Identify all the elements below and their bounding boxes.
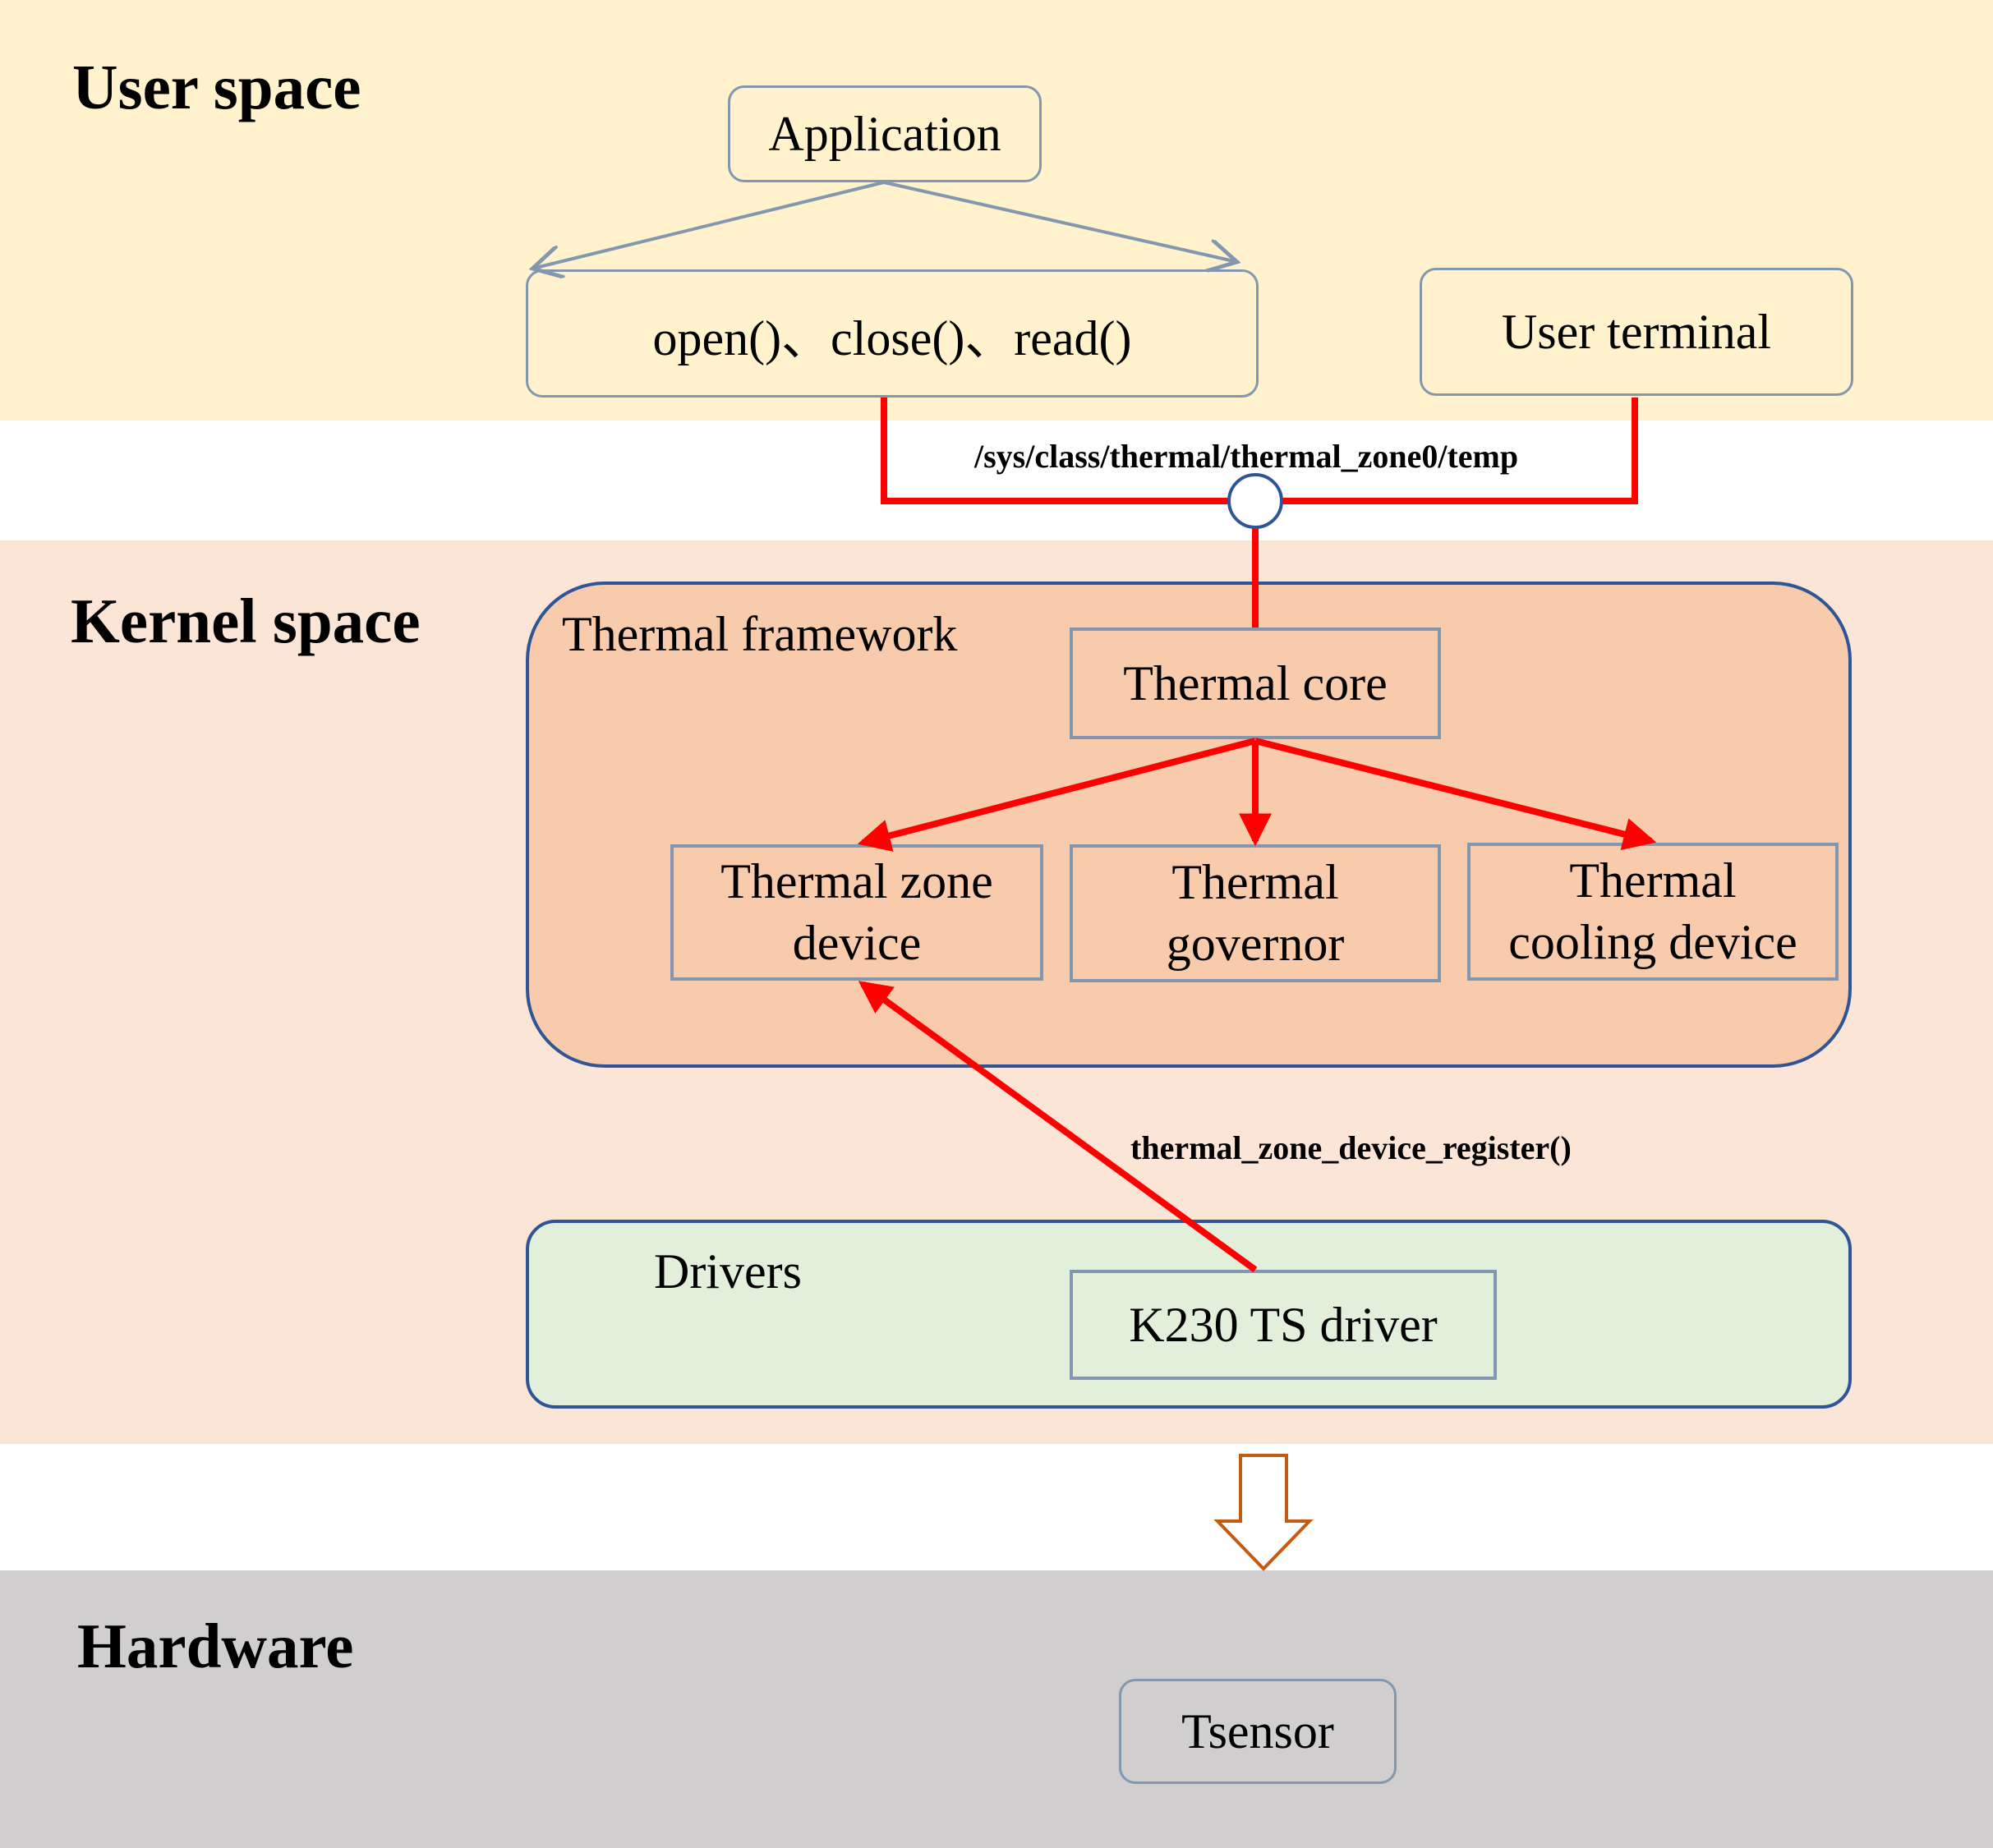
thermal-governor-line2: governor [1166,917,1345,971]
thermal-cooling-device-line2: cooling device [1508,915,1797,969]
application-label: Application [768,106,1001,161]
thermal-governor-line1: Thermal [1171,855,1339,909]
thermal-core-label: Thermal core [1123,655,1388,710]
register-call-label: thermal_zone_device_register() [1130,1129,1572,1166]
k230-ts-driver-box: K230 TS driver [1070,1270,1497,1380]
thermal-cooling-device-line1: Thermal [1569,853,1737,908]
hardware-title: Hardware [77,1611,354,1681]
sysfs-path-label: /sys/class/thermal/thermal_zone0/temp [974,438,1519,475]
app-to-syscalls-left-arrow [536,181,885,268]
user-terminal-box: User terminal [1420,268,1853,396]
thermal-zone-device-line2: device [792,916,922,970]
driver-register-arrow [858,981,1258,1273]
user-space-title: User space [72,52,361,122]
thermal-core-box: Thermal core [1070,627,1441,739]
thermal-framework-label: Thermal framework [562,607,958,661]
user-space-band [0,0,1993,421]
down-arrow-icon [1213,1454,1314,1571]
application-box: Application [728,85,1042,182]
thermal-governor-box: Thermal governor [1070,844,1441,982]
core-to-cooling-device-arrow [1254,738,1657,851]
drivers-label: Drivers [654,1244,802,1299]
syscalls-label: open()、close()、read() [652,310,1132,365]
core-to-zone-device-arrow [857,738,1257,852]
hardware-band [0,1570,1993,1848]
app-to-syscalls-right-arrow [883,181,1234,261]
user-terminal-label: User terminal [1501,304,1772,359]
thermal-zone-device-line1: Thermal zone [720,854,993,908]
sysfs-node-circle [1227,473,1283,529]
kernel-space-title: Kernel space [71,586,421,656]
tsensor-box: Tsensor [1119,1679,1397,1784]
tsensor-label: Tsensor [1181,1703,1334,1758]
thermal-zone-device-box: Thermal zone device [670,844,1043,981]
k230-ts-driver-label: K230 TS driver [1129,1297,1438,1352]
syscalls-box: open()、close()、read() [526,269,1259,398]
